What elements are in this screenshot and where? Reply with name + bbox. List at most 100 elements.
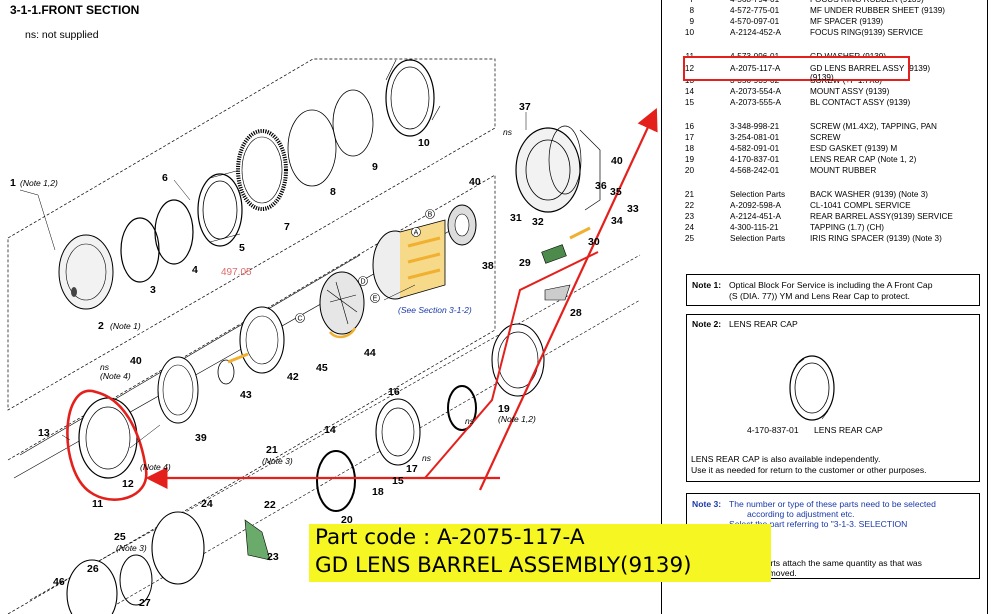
parts-desc: CL-1041 COMPL SERVICE	[810, 201, 911, 210]
parts-row: 74-568-794-01FOCUS RING RUBBER (9139)	[680, 0, 923, 6]
parts-code: A-2073-555-A	[730, 98, 781, 107]
ring-3	[120, 217, 160, 283]
svg-text:9: 9	[372, 161, 378, 173]
ring-39	[157, 356, 199, 424]
parts-code: A-2092-598-A	[730, 201, 781, 210]
parts-no: 19	[684, 155, 694, 164]
parts-code: 4-568-242-01	[730, 166, 780, 175]
focus-ring-rubber-7	[236, 129, 288, 211]
rear-barrel-37	[515, 125, 601, 213]
svg-text:40: 40	[130, 355, 142, 367]
focus-ring-10	[385, 59, 441, 137]
svg-text:42: 42	[287, 371, 299, 383]
svg-text:(See Section 3-1-2): (See Section 3-1-2)	[398, 305, 472, 315]
parts-desc: BACK WASHER (9139) (Note 3)	[810, 190, 928, 199]
svg-text:34: 34	[611, 215, 623, 227]
svg-text:(Note 3): (Note 3)	[262, 456, 293, 466]
svg-text:15: 15	[392, 475, 404, 487]
sheet-8	[287, 109, 337, 187]
parts-code: A-2124-452-A	[730, 28, 781, 37]
svg-text:12: 12	[122, 478, 134, 490]
parts-no: 9	[689, 17, 694, 26]
lens-rear-cap-illustration	[789, 355, 835, 421]
part-38	[447, 204, 477, 246]
ring-4	[154, 199, 194, 265]
part-43	[217, 352, 249, 385]
svg-text:18: 18	[372, 486, 384, 498]
parts-no: 8	[689, 6, 694, 15]
svg-text:B: B	[428, 212, 433, 219]
ring-42	[239, 306, 285, 374]
front-barrel-5	[197, 169, 243, 247]
parts-code: Selection Parts	[730, 190, 786, 199]
parts-no: 15	[684, 98, 694, 107]
svg-text:A: A	[414, 230, 419, 237]
svg-text:E: E	[373, 296, 378, 303]
svg-text:3: 3	[150, 284, 156, 296]
parts-desc: SCREW (M1.4X2), TAPPING, PAN	[810, 122, 937, 131]
svg-text:(Note 1,2): (Note 1,2)	[498, 414, 536, 424]
ring-27	[119, 554, 153, 606]
mount-14	[375, 398, 421, 466]
svg-text:17: 17	[406, 463, 418, 475]
svg-text:14: 14	[324, 424, 336, 436]
diaphragm-44	[319, 271, 365, 339]
svg-text:10: 10	[418, 137, 430, 149]
svg-text:28: 28	[570, 307, 582, 319]
parts-no: 10	[684, 28, 694, 37]
svg-text:(Note 4): (Note 4)	[140, 462, 171, 472]
mount-rubber-20	[316, 450, 356, 512]
parts-desc: BL CONTACT ASSY (9139)	[810, 98, 911, 107]
parts-desc: FOCUS RING RUBBER (9139)	[810, 0, 924, 4]
svg-text:44: 44	[364, 347, 376, 359]
svg-text:23: 23	[267, 551, 279, 563]
parts-code: 4-570-097-01	[730, 17, 780, 26]
parts-code: Selection Parts	[730, 234, 786, 243]
svg-text:30: 30	[588, 236, 600, 248]
callout-part-name: GD LENS BARREL ASSEMBLY(9139)	[315, 553, 692, 578]
svg-text:11: 11	[92, 498, 103, 510]
parts-row: 21 Selection Parts BACK WASHER (9139) (Not…	[680, 190, 928, 201]
section-subtitle: ns: not supplied	[25, 29, 99, 41]
svg-text:27: 27	[139, 597, 151, 609]
svg-text:40: 40	[611, 155, 623, 167]
parts-desc: MOUNT ASSY (9139)	[810, 87, 890, 96]
highlighted-row-12: 12 A-2075-117-A GD LENS BARREL ASSY (913…	[684, 64, 905, 82]
parts-code: A-2124-451-A	[730, 212, 781, 221]
parts-no: 18	[684, 144, 694, 153]
svg-text:6: 6	[162, 172, 168, 184]
parts-desc: ESD GASKET (9139) M	[810, 144, 898, 153]
svg-text:38: 38	[482, 260, 494, 272]
svg-text:32: 32	[532, 216, 544, 228]
svg-text:20: 20	[341, 514, 353, 526]
lens-rear-cap-19	[491, 323, 545, 397]
parts-row: 9 4-570-097-01 MF SPACER (9139)	[680, 17, 920, 28]
red-arrow-to-barrel	[424, 251, 599, 479]
part-code-callout: Part code : A-2075-117-A GD LENS BARREL …	[309, 524, 771, 582]
parts-no: 21	[684, 190, 694, 199]
svg-text:40: 40	[469, 176, 481, 188]
parts-desc: TAPPING (1.7) (CH)	[810, 223, 884, 232]
svg-text:19: 19	[498, 403, 510, 415]
ring-25	[151, 511, 205, 585]
callout-part-code: Part code : A-2075-117-A	[315, 525, 585, 550]
svg-text:36: 36	[595, 180, 607, 192]
page-edge	[987, 0, 988, 614]
section-title: 3-1-1.FRONT SECTION	[10, 3, 140, 17]
svg-text:16: 16	[388, 386, 400, 398]
watermark-number: 497.05	[221, 267, 252, 278]
parts-no: 23	[684, 212, 694, 221]
svg-text:45: 45	[316, 362, 328, 374]
svg-text:37: 37	[519, 101, 531, 113]
parts-no: 14	[684, 87, 694, 96]
svg-text:ns: ns	[465, 416, 475, 426]
parts-no: 25	[684, 234, 694, 243]
parts-desc: MF SPACER (9139)	[810, 17, 884, 26]
svg-text:29: 29	[519, 257, 531, 269]
